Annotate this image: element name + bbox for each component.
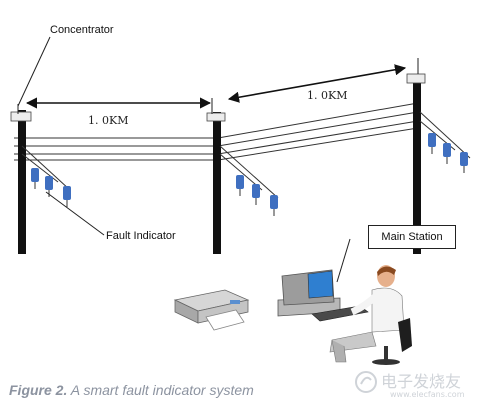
figure-number: Figure 2. [9, 382, 68, 398]
fault-indicator-icon [270, 195, 278, 216]
fault-indicators-middle [219, 145, 279, 216]
utility-pole-left [10, 104, 32, 254]
fault-indicator-icon [45, 176, 53, 197]
watermark-logo-icon [355, 371, 377, 393]
main-station-box: Main Station [368, 225, 456, 249]
concentrator-leader [17, 36, 51, 107]
fault-indicator-icon [236, 175, 244, 196]
watermark-url: www.elecfans.com [390, 390, 465, 399]
figure-caption: Figure 2. A smart fault indicator system [9, 382, 254, 398]
fault-indicator-leader [45, 191, 105, 236]
watermark-brand: 电子发烧友 [381, 372, 462, 391]
fault-indicator-label: Fault Indicator [106, 230, 176, 242]
distance-arrow-2 [227, 64, 407, 103]
main-station-leader [336, 238, 351, 283]
fault-indicator-icon [428, 133, 436, 154]
power-lines [14, 102, 419, 161]
watermark: 电子发烧友 www.elecfans.com [354, 366, 484, 402]
main-station-label: Main Station [381, 231, 443, 243]
utility-pole-middle [206, 98, 226, 254]
utility-pole-right [406, 58, 426, 254]
fault-indicator-icon [252, 184, 260, 205]
fault-indicators-left [21, 145, 71, 207]
fault-indicator-icon [31, 168, 39, 189]
fault-indicator-icon [460, 152, 468, 173]
fault-indicator-icon [443, 143, 451, 164]
fault-indicator-icon [63, 186, 71, 207]
printer-icon [173, 289, 250, 331]
operator-icon [329, 265, 412, 365]
fault-indicators-right [419, 111, 471, 173]
figure-caption-text: A smart fault indicator system [67, 382, 254, 398]
distance-label-2: 1. 0KM [307, 89, 348, 102]
distance-label-1: 1. 0KM [88, 114, 129, 127]
concentrator-label: Concentrator [50, 24, 114, 36]
